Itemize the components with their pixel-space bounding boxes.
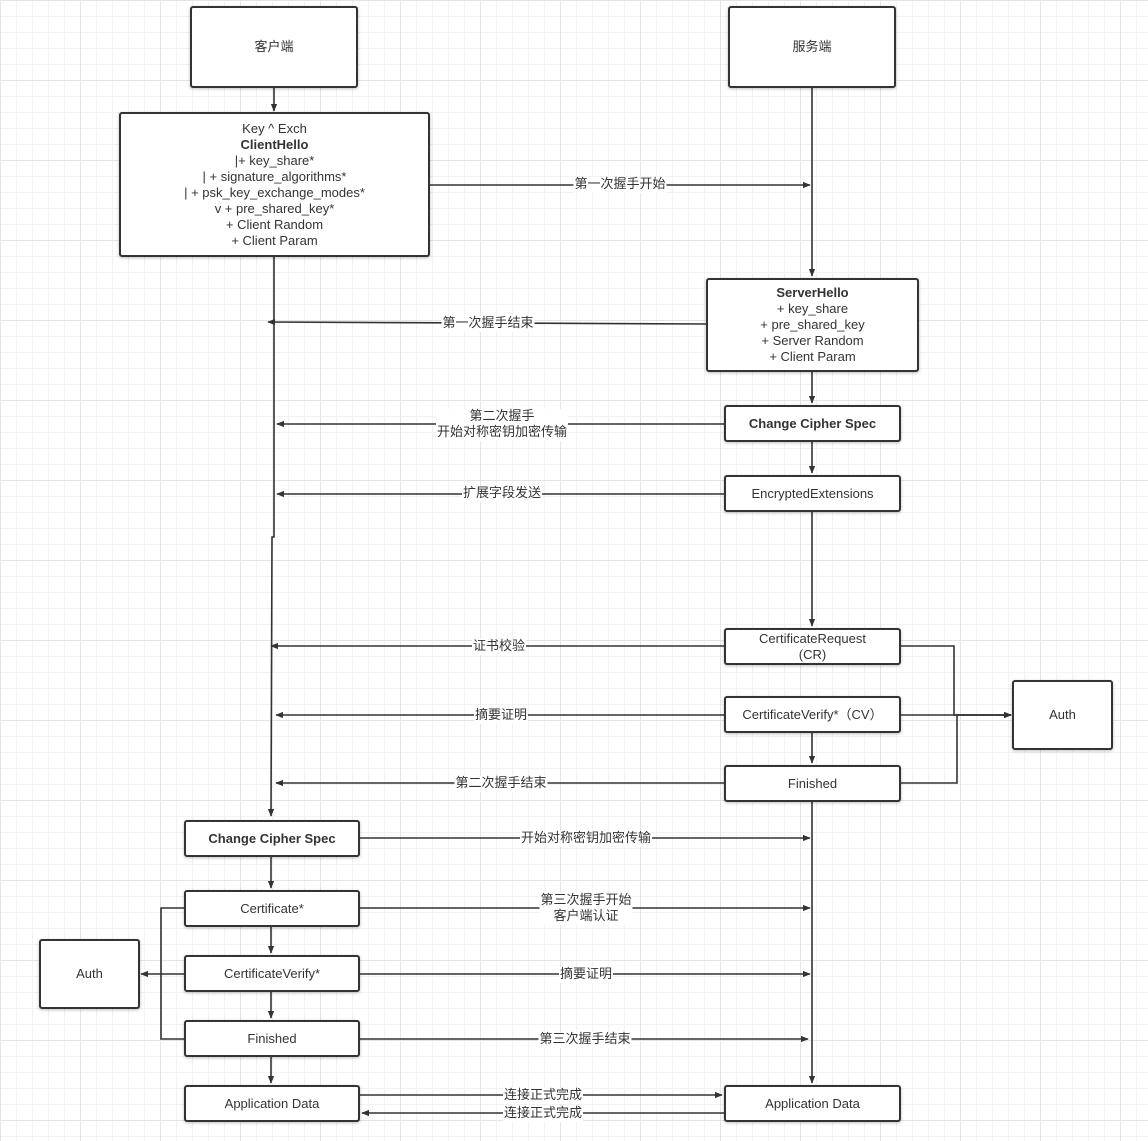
label-connection-complete-2: 连接正式完成 bbox=[502, 1106, 584, 1122]
label-digest-proof-server: 摘要证明 bbox=[473, 708, 529, 724]
client-auth-node[interactable]: Auth bbox=[39, 939, 140, 1009]
server-certificate-verify-node[interactable]: CertificateVerify*（CV） bbox=[724, 696, 901, 733]
client-application-data-label: Application Data bbox=[224, 1095, 320, 1111]
server-application-data-label: Application Data bbox=[765, 1095, 860, 1111]
label-first-handshake-start: 第一次握手开始 bbox=[573, 177, 667, 193]
label-third-handshake-end: 第三次握手结束 bbox=[538, 1032, 632, 1048]
label-second-handshake-line-2: 开始对称密钥加密传输 bbox=[436, 425, 568, 440]
client-lifeline bbox=[267, 257, 275, 817]
client-certificate-node[interactable]: Certificate* bbox=[184, 890, 360, 927]
client-hello-line-4: | + signature_algorithms* bbox=[202, 168, 347, 184]
certificate-request-line-2: (CR) bbox=[798, 646, 827, 662]
client-hello-line-8: + Client Param bbox=[231, 232, 318, 248]
certificate-request-node[interactable]: CertificateRequest (CR) bbox=[724, 628, 901, 665]
client-node[interactable]: 客户端 bbox=[190, 6, 358, 88]
encrypted-extensions-node[interactable]: EncryptedExtensions bbox=[724, 475, 901, 512]
label-third-handshake: 第三次握手开始 客户端认证 bbox=[539, 893, 633, 925]
label-certificate-verification: 证书校验 bbox=[471, 639, 527, 655]
server-auth-node[interactable]: Auth bbox=[1012, 680, 1113, 750]
client-hello-line-7: + Client Random bbox=[225, 216, 324, 232]
label-connection-complete-1: 连接正式完成 bbox=[502, 1088, 584, 1104]
label-third-handshake-line-2: 客户端认证 bbox=[553, 909, 619, 924]
server-hello-title: ServerHello bbox=[776, 285, 849, 300]
server-certificate-verify-label: CertificateVerify*（CV） bbox=[742, 706, 883, 722]
connector-certreq-to-auth bbox=[900, 645, 1012, 719]
client-hello-line-6: v + pre_shared_key* bbox=[214, 200, 335, 216]
client-hello-line-3: |+ key_share* bbox=[234, 152, 315, 168]
client-change-cipher-spec-label: Change Cipher Spec bbox=[208, 830, 336, 846]
server-finished-label: Finished bbox=[787, 775, 838, 791]
client-auth-label: Auth bbox=[76, 966, 103, 981]
client-finished-label: Finished bbox=[247, 1030, 297, 1046]
label-second-handshake: 第二次握手 开始对称密钥加密传输 bbox=[435, 409, 569, 441]
client-certificate-verify-node[interactable]: CertificateVerify* bbox=[184, 955, 360, 992]
connector-client-certificate-to-auth bbox=[160, 907, 184, 974]
label-second-handshake-line-1: 第二次握手 bbox=[469, 409, 535, 424]
label-extension-fields-sent: 扩展字段发送 bbox=[461, 486, 543, 502]
client-hello-title: ClientHello bbox=[240, 136, 309, 152]
server-finished-node[interactable]: Finished bbox=[724, 765, 901, 802]
server-application-data-node[interactable]: Application Data bbox=[724, 1085, 901, 1122]
server-hello-line-3: + pre_shared_key bbox=[760, 317, 865, 332]
server-label: 服务端 bbox=[792, 39, 832, 54]
client-certificate-label: Certificate* bbox=[240, 900, 304, 916]
label-second-handshake-end: 第二次握手结束 bbox=[454, 776, 548, 792]
label-first-handshake-end: 第一次握手结束 bbox=[441, 316, 535, 332]
encrypted-extensions-label: EncryptedExtensions bbox=[751, 485, 874, 501]
label-digest-proof-client: 摘要证明 bbox=[558, 967, 614, 983]
client-finished-node[interactable]: Finished bbox=[184, 1020, 360, 1057]
server-hello-line-2: + key_share bbox=[776, 301, 849, 316]
client-change-cipher-spec-node[interactable]: Change Cipher Spec bbox=[184, 820, 360, 857]
client-hello-line-1: Key ^ Exch bbox=[242, 120, 307, 136]
connector-finished-to-auth bbox=[900, 711, 1012, 784]
server-node[interactable]: 服务端 bbox=[728, 6, 896, 88]
server-change-cipher-spec-node[interactable]: Change Cipher Spec bbox=[724, 405, 901, 442]
label-client-start-symmetric: 开始对称密钥加密传输 bbox=[519, 831, 653, 847]
label-third-handshake-line-1: 第三次握手开始 bbox=[540, 893, 632, 908]
client-hello-node[interactable]: Key ^ Exch ClientHello |+ key_share* | +… bbox=[119, 112, 430, 257]
connector-client-finished-to-auth bbox=[160, 974, 184, 1040]
certificate-request-line-1: CertificateRequest bbox=[759, 630, 866, 646]
server-hello-line-5: + Client Param bbox=[769, 349, 856, 364]
client-hello-line-5: | + psk_key_exchange_modes* bbox=[184, 184, 365, 200]
server-hello-line-4: + Server Random bbox=[761, 333, 864, 348]
client-certificate-verify-label: CertificateVerify* bbox=[223, 965, 321, 981]
server-auth-label: Auth bbox=[1049, 707, 1076, 722]
server-change-cipher-spec-label: Change Cipher Spec bbox=[748, 415, 877, 431]
client-application-data-node[interactable]: Application Data bbox=[184, 1085, 360, 1122]
client-label: 客户端 bbox=[254, 39, 294, 54]
server-hello-node[interactable]: ServerHello + key_share + pre_shared_key… bbox=[706, 278, 919, 372]
